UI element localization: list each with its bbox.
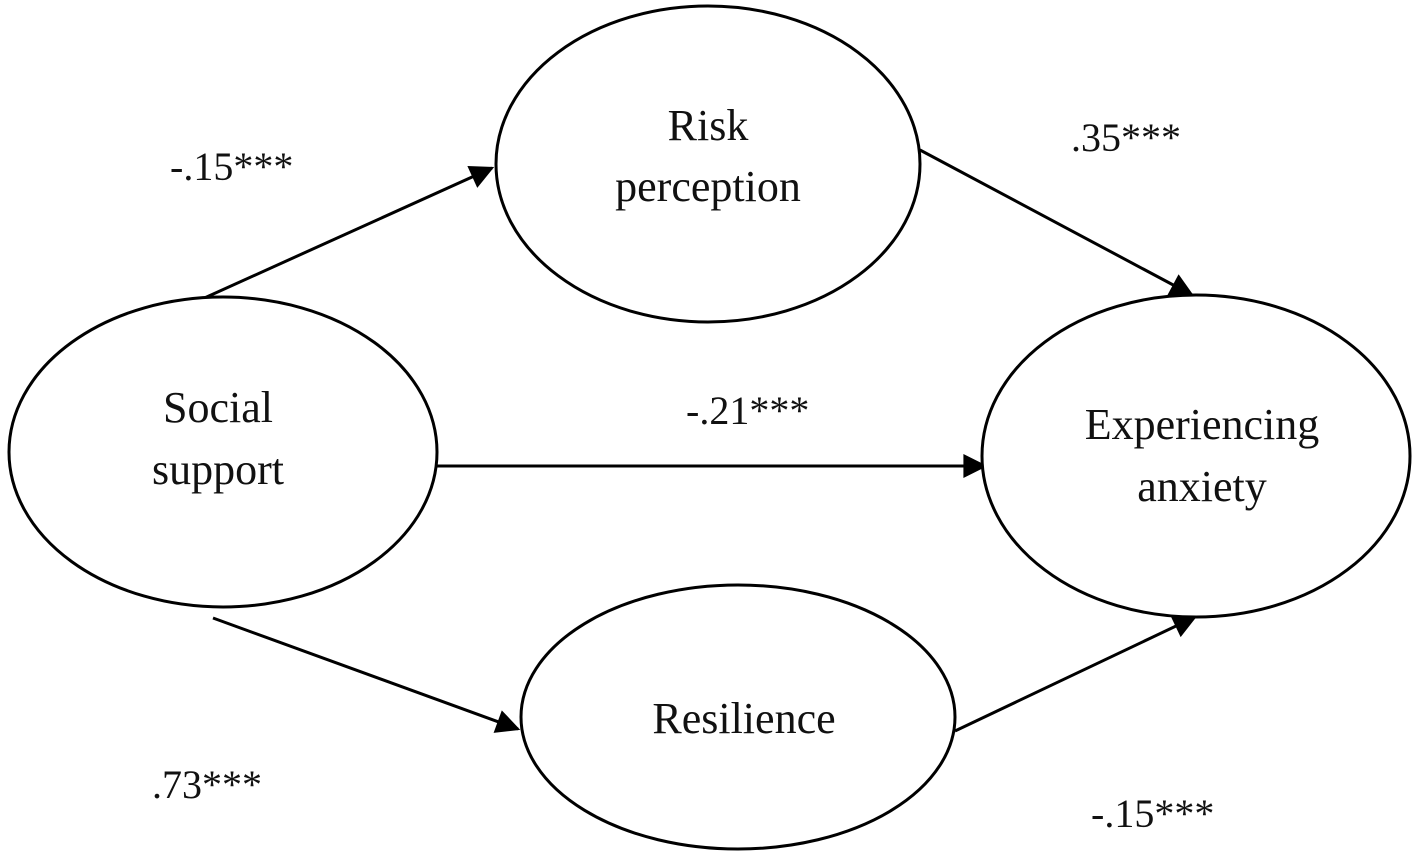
node-experiencing-anxiety: Experiencing anxiety xyxy=(980,293,1412,619)
experiencing-anxiety-ellipse xyxy=(980,293,1412,619)
node-risk-perception: Risk perception xyxy=(494,4,922,324)
edges xyxy=(199,148,1198,733)
coef-resilience-to-anxiety: -.15*** xyxy=(1091,791,1214,836)
edge-resilience-to-anxiety xyxy=(954,615,1198,733)
edge-support-to-resilience xyxy=(212,616,521,733)
social-support-label-line1: Social xyxy=(163,383,273,432)
coef-support-to-risk: -.15*** xyxy=(170,144,293,189)
coef-support-to-anxiety: -.21*** xyxy=(686,388,809,433)
risk-perception-label-line1: Risk xyxy=(668,101,749,150)
node-resilience: Resilience xyxy=(519,583,957,851)
edge-support-to-risk xyxy=(199,165,495,302)
coef-risk-to-anxiety: .35*** xyxy=(1071,115,1181,160)
social-support-ellipse xyxy=(7,295,439,609)
coef-support-to-resilience: .73*** xyxy=(152,762,262,807)
risk-perception-ellipse xyxy=(494,4,922,324)
resilience-ellipse xyxy=(519,583,957,851)
edge-risk-to-anxiety xyxy=(919,148,1195,297)
social-support-label-line2: support xyxy=(152,445,284,494)
node-social-support: Social support xyxy=(7,295,439,609)
risk-perception-label-line2: perception xyxy=(615,162,801,211)
coefficients: -.15*** .35*** -.21*** .73*** -.15*** xyxy=(152,115,1214,836)
resilience-label: Resilience xyxy=(652,694,835,743)
experiencing-anxiety-label-line2: anxiety xyxy=(1137,462,1267,511)
experiencing-anxiety-label-line1: Experiencing xyxy=(1085,400,1320,449)
